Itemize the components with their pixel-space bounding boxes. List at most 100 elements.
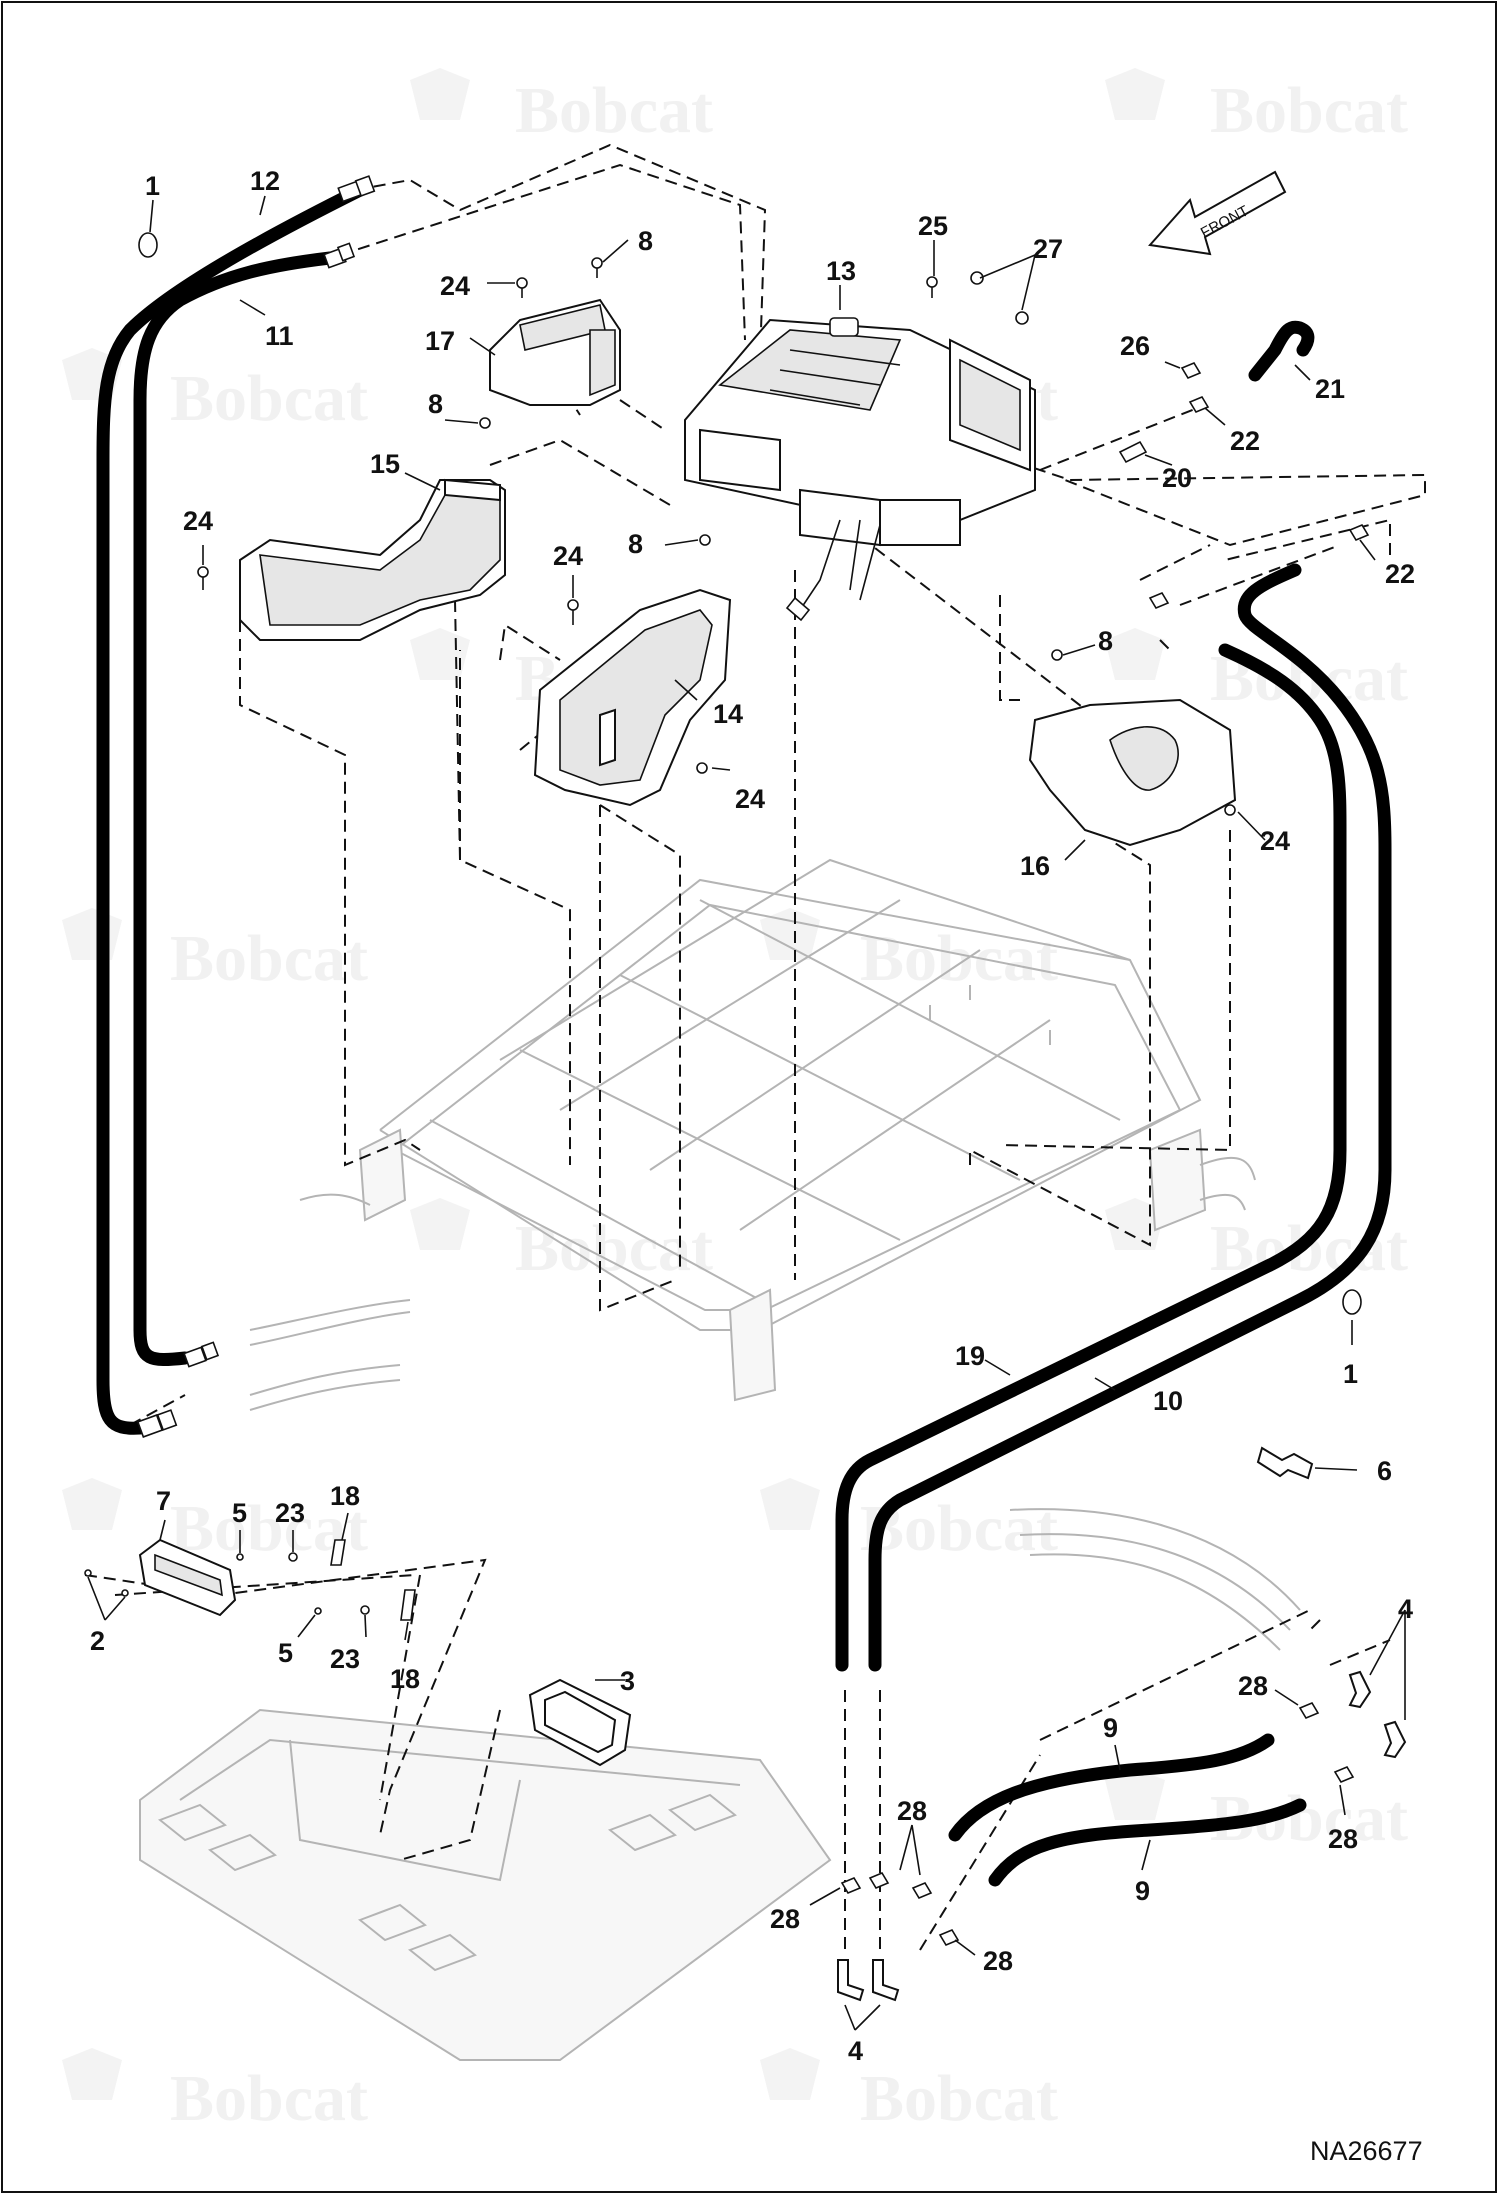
- callout-27: 27: [1033, 234, 1063, 264]
- callout-24: 24: [1260, 826, 1290, 856]
- callout-7: 7: [156, 1486, 171, 1516]
- watermark-text: Bobcat: [860, 922, 1058, 995]
- callout-22: 22: [1230, 426, 1260, 456]
- callout-19: 19: [955, 1341, 985, 1371]
- callout-22: 22: [1385, 559, 1415, 589]
- callout-4: 4: [1398, 1594, 1413, 1624]
- watermark: Bobcat: [1105, 1768, 1408, 1855]
- hvac-unit-13: [684, 317, 1036, 622]
- part-6-connector: [1256, 1446, 1314, 1480]
- gasket-3: [528, 1678, 632, 1767]
- watermark-text: Bobcat: [515, 1212, 713, 1285]
- watermark: Bobcat: [62, 2048, 368, 2135]
- callout-12: 12: [250, 166, 280, 196]
- callout-8: 8: [428, 389, 443, 419]
- leader-lines: [87, 195, 1406, 2031]
- hose-stub-ghost: [249, 1299, 411, 1411]
- duct-17: [489, 298, 621, 406]
- callout-24: 24: [183, 506, 213, 536]
- fastener-8-d: [1051, 649, 1063, 661]
- hose-11-lower-fitting: [183, 1341, 220, 1368]
- callout-6: 6: [1377, 1456, 1392, 1486]
- callout-25: 25: [918, 211, 948, 241]
- clamp-fitting: [1148, 591, 1170, 610]
- callout-8: 8: [638, 226, 653, 256]
- clamp-26: [1180, 361, 1202, 380]
- callout-28: 28: [770, 1904, 800, 1934]
- elbow-4-a: [1348, 1670, 1407, 1759]
- callout-18: 18: [390, 1664, 420, 1694]
- front-direction-arrow: FRONT: [1148, 170, 1287, 256]
- watermark-text: Bobcat: [170, 2062, 368, 2135]
- watermark-text: Bobcat: [860, 2062, 1058, 2135]
- callout-18: 18: [330, 1481, 360, 1511]
- hose-19: [835, 643, 1347, 1672]
- clamp-28-a: [1298, 1701, 1320, 1720]
- watermark-text: Bobcat: [170, 362, 368, 435]
- hose-11: [133, 251, 337, 1367]
- callout-4: 4: [848, 2036, 863, 2066]
- hose-12-lower-fitting: [136, 1409, 178, 1438]
- hose-12: [96, 183, 367, 1435]
- watermark: Bobcat: [62, 1478, 368, 1565]
- callout-28: 28: [983, 1946, 1013, 1976]
- cab-frame-ghost: [299, 858, 1256, 1402]
- callout-15: 15: [370, 449, 400, 479]
- clip-1-lower: [1342, 1289, 1362, 1315]
- callout-26: 26: [1120, 331, 1150, 361]
- hose-9-upper: [948, 1733, 1275, 1842]
- hose-11-fitting: [323, 242, 356, 269]
- duct-15: [239, 478, 506, 641]
- assembly-lines: [84, 143, 1426, 1951]
- fastener-24-c: [567, 599, 579, 625]
- fastener-8-b: [479, 417, 491, 429]
- callout-1: 1: [145, 171, 160, 201]
- figure-id: NA26677: [1310, 2136, 1423, 2166]
- callout-3: 3: [620, 1666, 635, 1696]
- callout-2: 2: [90, 1626, 105, 1656]
- watermark-text: Bobcat: [1210, 74, 1408, 147]
- callout-8: 8: [1098, 626, 1113, 656]
- callout-1: 1: [1343, 1359, 1358, 1389]
- watermark-text: Bobcat: [515, 74, 713, 147]
- fastener-24-e: [1224, 804, 1236, 816]
- hose-21: [1248, 320, 1315, 382]
- watermark: Bobcat: [410, 68, 713, 147]
- callout-14: 14: [713, 699, 743, 729]
- duct-16: [1028, 698, 1237, 847]
- watermark: Bobcat: [1105, 68, 1408, 147]
- callout-labels: 1 12 11 24 8 17 13 25 27 26 21 22 20 8 1…: [90, 166, 1415, 2066]
- hose-9-lower: [988, 1798, 1307, 1887]
- clamp-28-b: [1333, 1765, 1355, 1784]
- duct-14: [533, 588, 732, 807]
- fastener-25: [926, 276, 938, 298]
- fastener-24-a: [516, 277, 528, 298]
- headliner-ghost: [139, 1708, 832, 2061]
- clamp-28-e: [938, 1928, 960, 1947]
- callout-24: 24: [735, 784, 765, 814]
- callout-5: 5: [278, 1638, 293, 1668]
- callout-23: 23: [275, 1498, 305, 1528]
- callout-13: 13: [826, 256, 856, 286]
- clamp-28-d: [868, 1871, 933, 1900]
- callout-28: 28: [1238, 1671, 1268, 1701]
- small-hardware-group: [84, 1539, 416, 1621]
- callout-5: 5: [232, 1498, 247, 1528]
- callout-10: 10: [1153, 1386, 1183, 1416]
- elbow-4-b: [837, 1959, 900, 2002]
- duct-ghost: [1009, 1508, 1301, 1651]
- clamp-22-a: [1188, 395, 1210, 414]
- callout-21: 21: [1315, 374, 1345, 404]
- clamp-22-b: [1348, 523, 1370, 542]
- hose-10: [868, 563, 1392, 1672]
- watermark: Bobcat: [760, 908, 1058, 995]
- callout-28: 28: [1328, 1824, 1358, 1854]
- watermark: Bobcat: [410, 1198, 713, 1285]
- fastener-24-d: [696, 762, 708, 774]
- fastener-27-a: [970, 271, 984, 285]
- callout-28: 28: [897, 1796, 927, 1826]
- callout-9: 9: [1135, 1876, 1150, 1906]
- callout-11: 11: [265, 321, 294, 351]
